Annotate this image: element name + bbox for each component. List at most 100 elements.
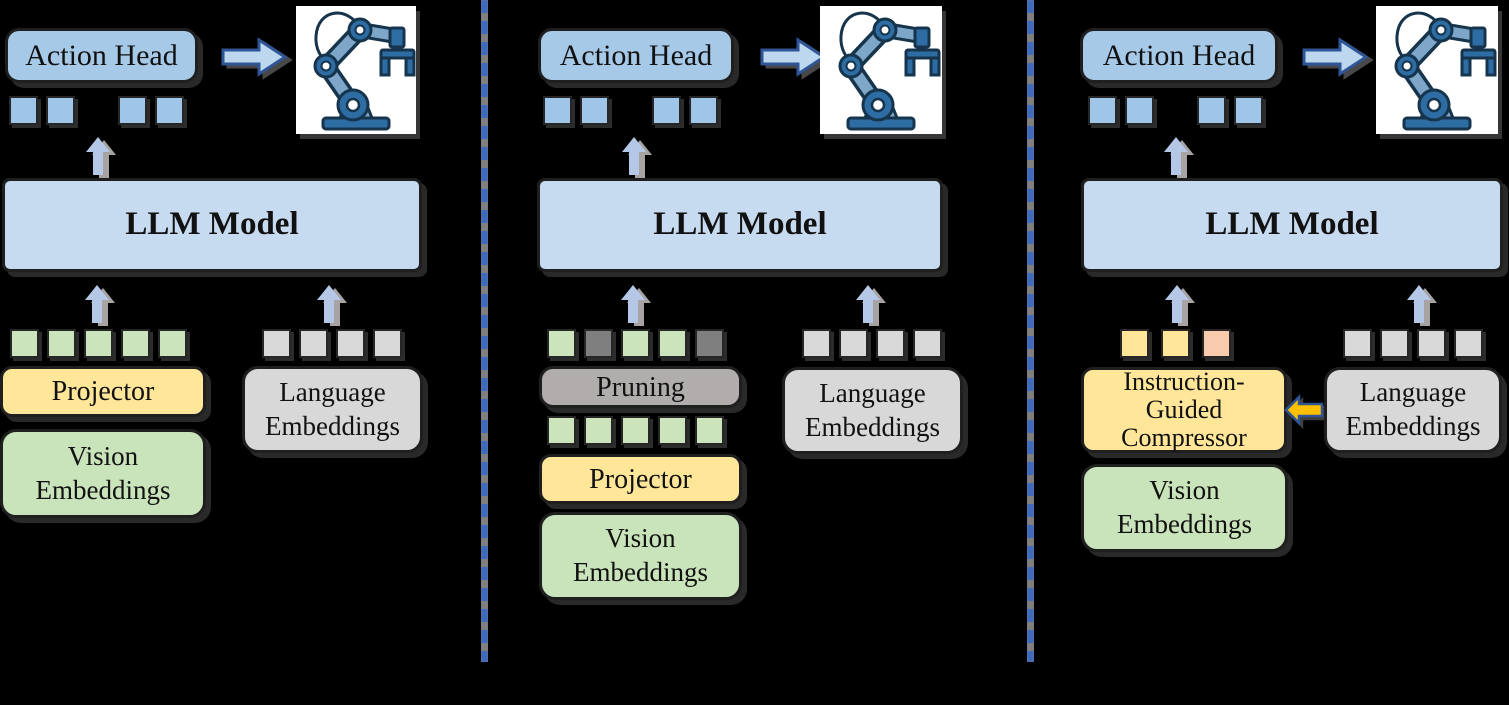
blue-token [1088, 96, 1117, 125]
gray-token [839, 329, 868, 358]
green-token [547, 329, 576, 358]
pruning-box: Pruning [539, 366, 742, 408]
llm-box: LLM Model [1081, 178, 1503, 272]
blue-token [155, 96, 184, 125]
up-arrow-icon [855, 283, 883, 325]
right-arrow-icon [760, 36, 828, 78]
robot-arm-icon [1376, 6, 1498, 134]
yellow-token [1161, 329, 1190, 358]
action-token-row [543, 96, 718, 125]
pruning-label: Pruning [596, 371, 685, 403]
gray-token [876, 329, 905, 358]
compressor-label-line2: Guided [1145, 394, 1223, 424]
gray-token [1454, 329, 1483, 358]
pruned-token-row [547, 329, 724, 358]
action-head-label: Action Head [25, 38, 178, 72]
language-token-row [262, 329, 402, 358]
blue-token [1234, 96, 1263, 125]
green-token [621, 329, 650, 358]
darkgray-token [695, 329, 724, 358]
up-arrow-icon [620, 283, 648, 325]
green-token [547, 416, 576, 445]
blue-token [652, 96, 681, 125]
action-head-label: Action Head [559, 38, 713, 72]
dashed-divider [1027, 0, 1034, 662]
vision-embeddings-label: Vision Embeddings [573, 523, 708, 587]
right-arrow-icon [1302, 36, 1370, 78]
gray-token [913, 329, 942, 358]
llm-label: LLM Model [125, 206, 299, 243]
gray-token [336, 329, 365, 358]
action-head-box: Action Head [538, 28, 734, 83]
language-embeddings-box: Language Embeddings [1324, 367, 1502, 453]
green-token [47, 329, 76, 358]
vision-token-row [547, 416, 724, 445]
peach-token [1202, 329, 1231, 358]
vision-embeddings-box: Vision Embeddings [1081, 464, 1288, 552]
up-arrow-icon [316, 283, 344, 325]
vision-token-row [10, 329, 187, 358]
right-arrow-icon [221, 36, 289, 78]
projector-label: Projector [589, 463, 692, 495]
blue-token [46, 96, 75, 125]
green-token [695, 416, 724, 445]
blue-token [9, 96, 38, 125]
vision-embeddings-box: Vision Embeddings [0, 429, 206, 518]
darkgray-token [584, 329, 613, 358]
green-token [158, 329, 187, 358]
panel-standard-vla: Action Head [0, 0, 481, 705]
action-token-row [1088, 96, 1263, 125]
projector-box: Projector [0, 366, 206, 417]
gold-left-arrow-icon [1284, 393, 1324, 427]
blue-token [543, 96, 572, 125]
blue-token [118, 96, 147, 125]
language-embeddings-box: Language Embeddings [242, 366, 423, 453]
compressed-token-row [1120, 329, 1231, 358]
action-head-box: Action Head [5, 28, 198, 83]
llm-label: LLM Model [653, 206, 827, 243]
panel-token-pruning-vla: Action Head [488, 0, 1027, 705]
green-token [658, 329, 687, 358]
gray-token [1417, 329, 1446, 358]
gray-token [802, 329, 831, 358]
gray-token [1343, 329, 1372, 358]
yellow-token [1120, 329, 1149, 358]
green-token [84, 329, 113, 358]
robot-arm-icon [296, 6, 416, 134]
robot-arm-icon [820, 6, 942, 134]
up-arrow-icon [1164, 283, 1192, 325]
blue-token [580, 96, 609, 125]
llm-label: LLM Model [1205, 206, 1379, 243]
gray-token [262, 329, 291, 358]
green-token [121, 329, 150, 358]
compressor-label-line3: Compressor [1121, 423, 1247, 453]
gray-token [299, 329, 328, 358]
blue-token [689, 96, 718, 125]
vision-embeddings-box: Vision Embeddings [539, 512, 742, 600]
gray-token [373, 329, 402, 358]
llm-box: LLM Model [537, 178, 943, 272]
action-head-box: Action Head [1080, 28, 1278, 83]
projector-box: Projector [539, 454, 742, 504]
projector-label: Projector [51, 376, 155, 407]
language-embeddings-label: Language Embeddings [805, 377, 940, 442]
instruction-guided-compressor-box: Instruction- Guided Compressor [1081, 367, 1287, 453]
blue-token [1125, 96, 1154, 125]
action-head-label: Action Head [1102, 38, 1256, 72]
panel-instruction-guided-vla: Action Head [1034, 0, 1509, 705]
green-token [621, 416, 650, 445]
up-arrow-icon [621, 135, 649, 177]
green-token [584, 416, 613, 445]
language-embeddings-label: Language Embeddings [1345, 377, 1481, 441]
up-arrow-icon [85, 135, 113, 177]
green-token [10, 329, 39, 358]
gray-token [1380, 329, 1409, 358]
up-arrow-icon [1406, 283, 1434, 325]
up-arrow-icon [1163, 135, 1191, 177]
vision-embeddings-label: Vision Embeddings [35, 440, 171, 505]
dashed-divider [481, 0, 488, 662]
up-arrow-icon [84, 283, 112, 325]
action-token-row [9, 96, 184, 125]
language-token-row [802, 329, 942, 358]
